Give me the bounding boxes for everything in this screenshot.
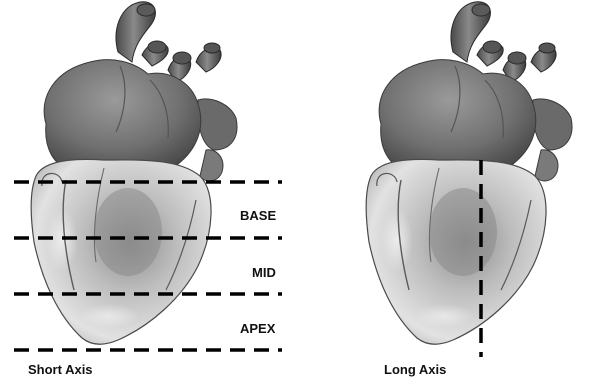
heart-illustration-long-axis xyxy=(366,2,572,344)
region-label-base: BASE xyxy=(240,208,276,223)
caption-long-axis: Long Axis xyxy=(384,362,446,377)
region-label-apex: APEX xyxy=(240,321,275,336)
caption-short-axis: Short Axis xyxy=(28,362,93,377)
region-label-mid: MID xyxy=(252,265,276,280)
